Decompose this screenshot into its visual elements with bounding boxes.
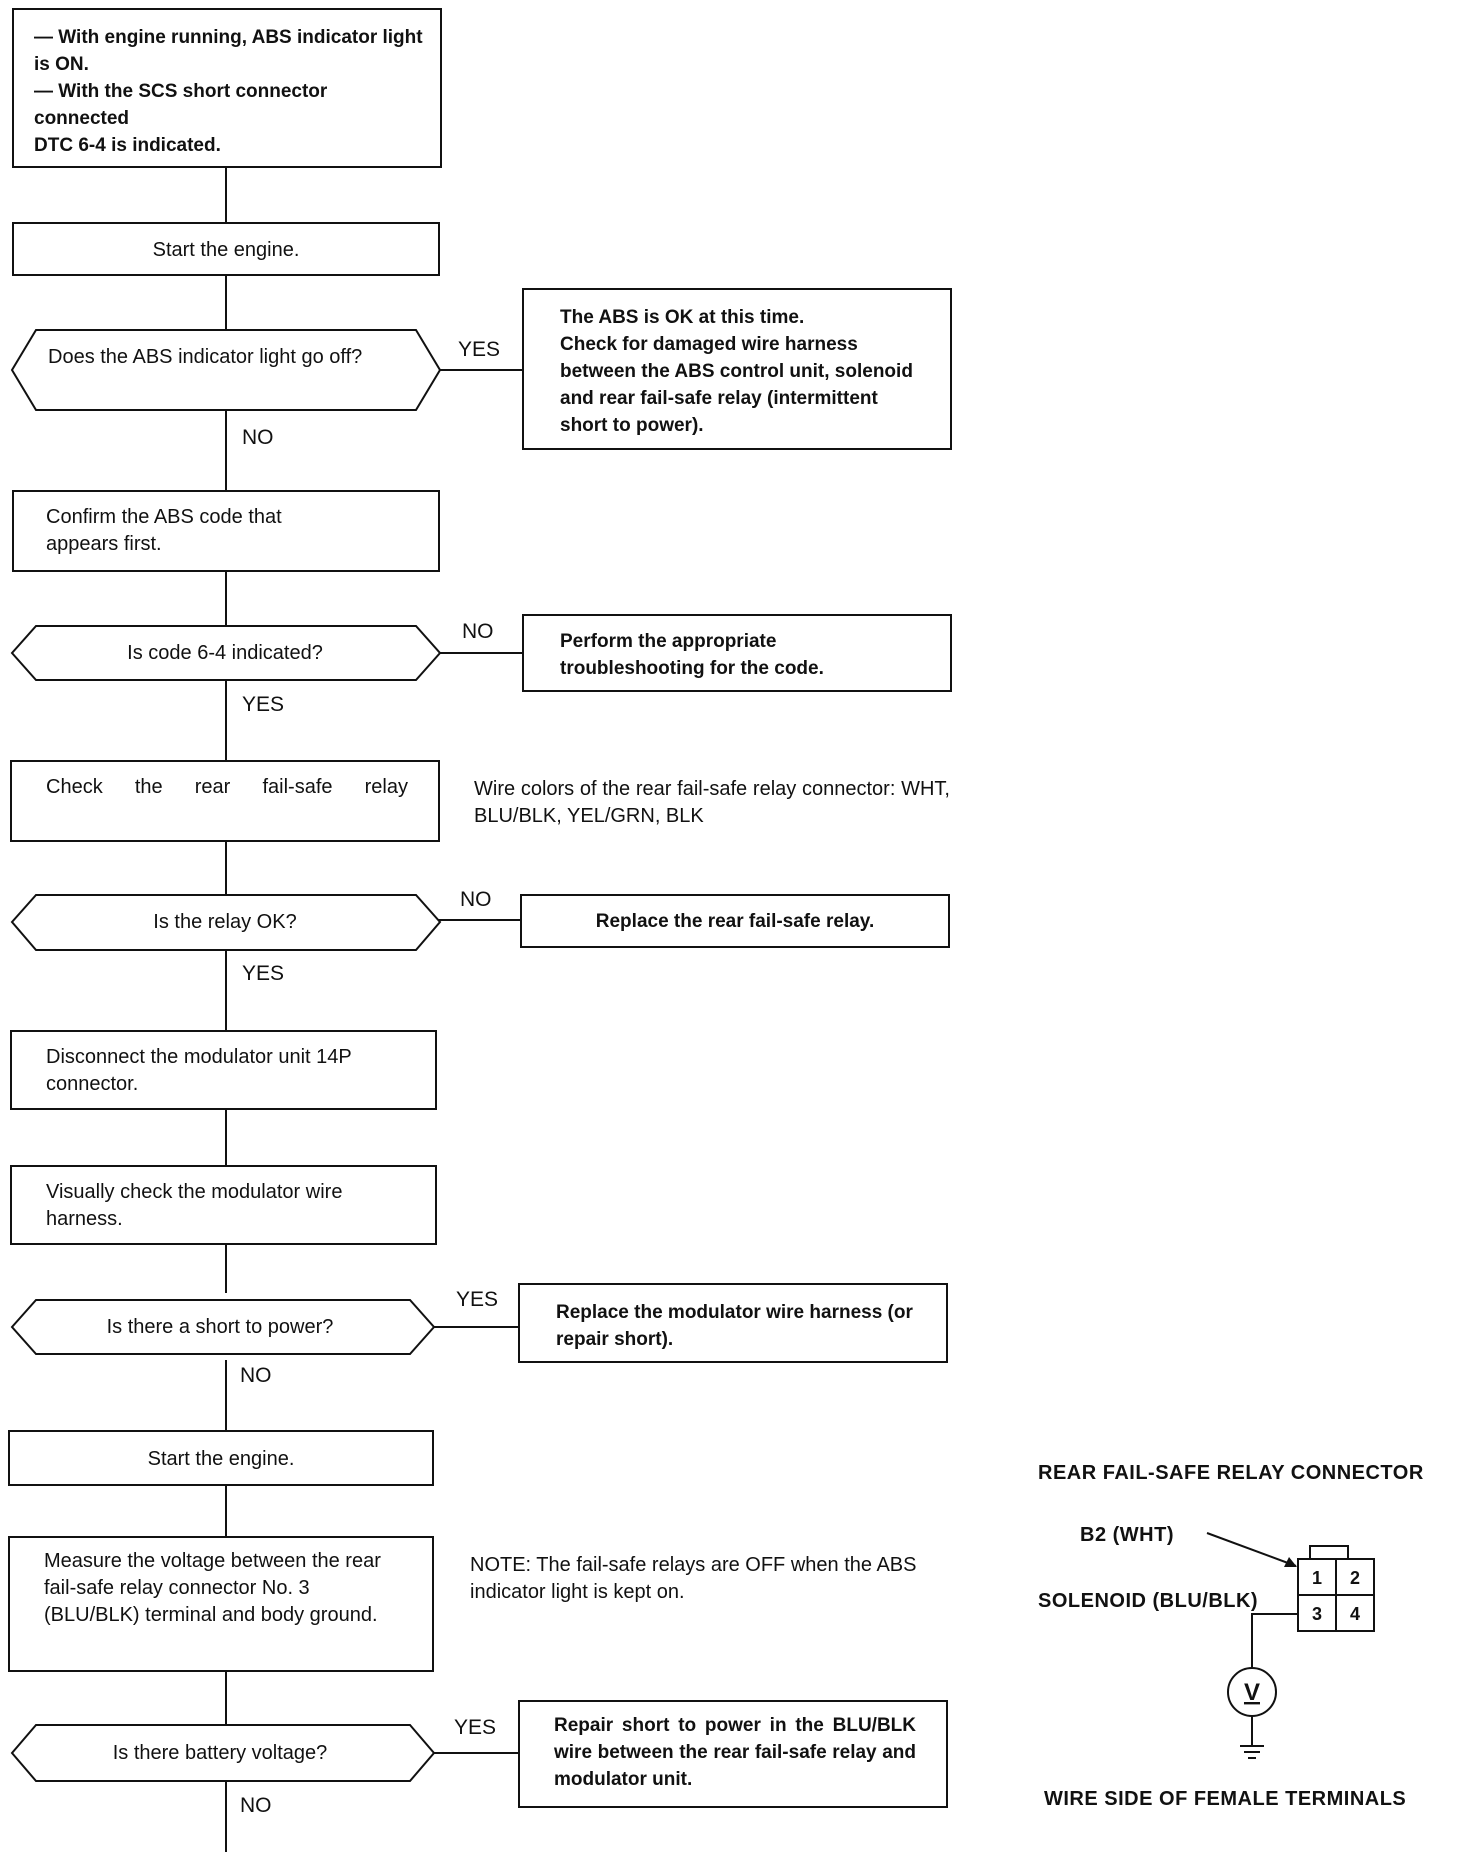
b2-label: B2 (WHT) [1080,1524,1174,1546]
pin-1: 1 [1312,1568,1322,1588]
connector-diagram [1206,1532,1375,1759]
connector-latch [1309,1545,1349,1561]
yes-label-code-64: YES [242,693,285,716]
result-replace-harness: Replace the modulator wire harness (or r… [518,1283,948,1363]
b2-arrow [1206,1532,1297,1567]
decision-light-off: Does the ABS indicator light go off? [48,346,363,368]
decision-battery-voltage-shape [10,1724,436,1782]
step-confirm-code: Confirm the ABS code that appears first. [12,490,440,572]
decision-code-64: Is code 6-4 indicated? [127,642,323,664]
decision-light-off-shape [10,329,442,411]
note-wire-colors: Wire colors of the rear fail-safe relay … [474,778,950,827]
meter-symbol: V [1244,1679,1260,1706]
pin-2: 2 [1350,1568,1360,1588]
solenoid-label: SOLENOID (BLU/BLK) [1038,1590,1259,1612]
step-disconnect-connector: Disconnect the modulator unit 14P connec… [10,1030,437,1110]
no-label-code-64: NO [462,620,494,643]
step-measure-voltage: Measure the voltage between the rear fai… [8,1536,434,1672]
yes-label-battery-voltage: YES [454,1716,497,1739]
step-visual-check: Visually check the modulator wire harnes… [10,1165,437,1245]
connector-title: REAR FAIL-SAFE RELAY CONNECTOR [1038,1462,1424,1484]
yes-label-relay-ok: YES [242,962,285,985]
no-label-battery-voltage: NO [240,1794,272,1817]
decision-battery-voltage: Is there battery voltage? [112,1742,328,1764]
yes-label-light-off: YES [458,338,501,361]
connector-footer: WIRE SIDE OF FEMALE TERMINALS [1044,1788,1407,1810]
decision-relay-ok: Is the relay OK? [153,911,297,933]
result-repair-short: Repair short to power in the BLU/BLK wir… [518,1700,948,1808]
step-check-relay: Check the rear fail-safe relay [10,760,440,842]
connector-pins: 1 2 3 4 V [1244,1568,1360,1706]
result-troubleshoot-code: Perform the appropriate troubleshooting … [522,614,952,692]
step-start-engine-1: Start the engine. [12,222,440,276]
no-label-relay-ok: NO [460,888,492,911]
result-replace-relay: Replace the rear fail-safe relay. [520,894,950,948]
pin-3: 3 [1312,1604,1322,1624]
yes-label-short-power: YES [456,1288,499,1311]
start-condition-box: — With engine running, ABS indicator lig… [12,8,442,168]
decision-short-power: Is there a short to power? [106,1316,334,1338]
step-start-engine-2: Start the engine. [8,1430,434,1486]
no-label-short-power: NO [240,1364,272,1387]
note-relays-off: NOTE: The fail-safe relays are OFF when … [470,1554,917,1603]
decision-code-64-shape [10,625,442,681]
decision-short-power-shape [10,1299,436,1355]
decision-relay-ok-shape [10,894,442,951]
pin-4: 4 [1350,1604,1360,1624]
result-abs-ok: The ABS is OK at this time. Check for da… [522,288,952,450]
no-label-light-off: NO [242,426,274,449]
